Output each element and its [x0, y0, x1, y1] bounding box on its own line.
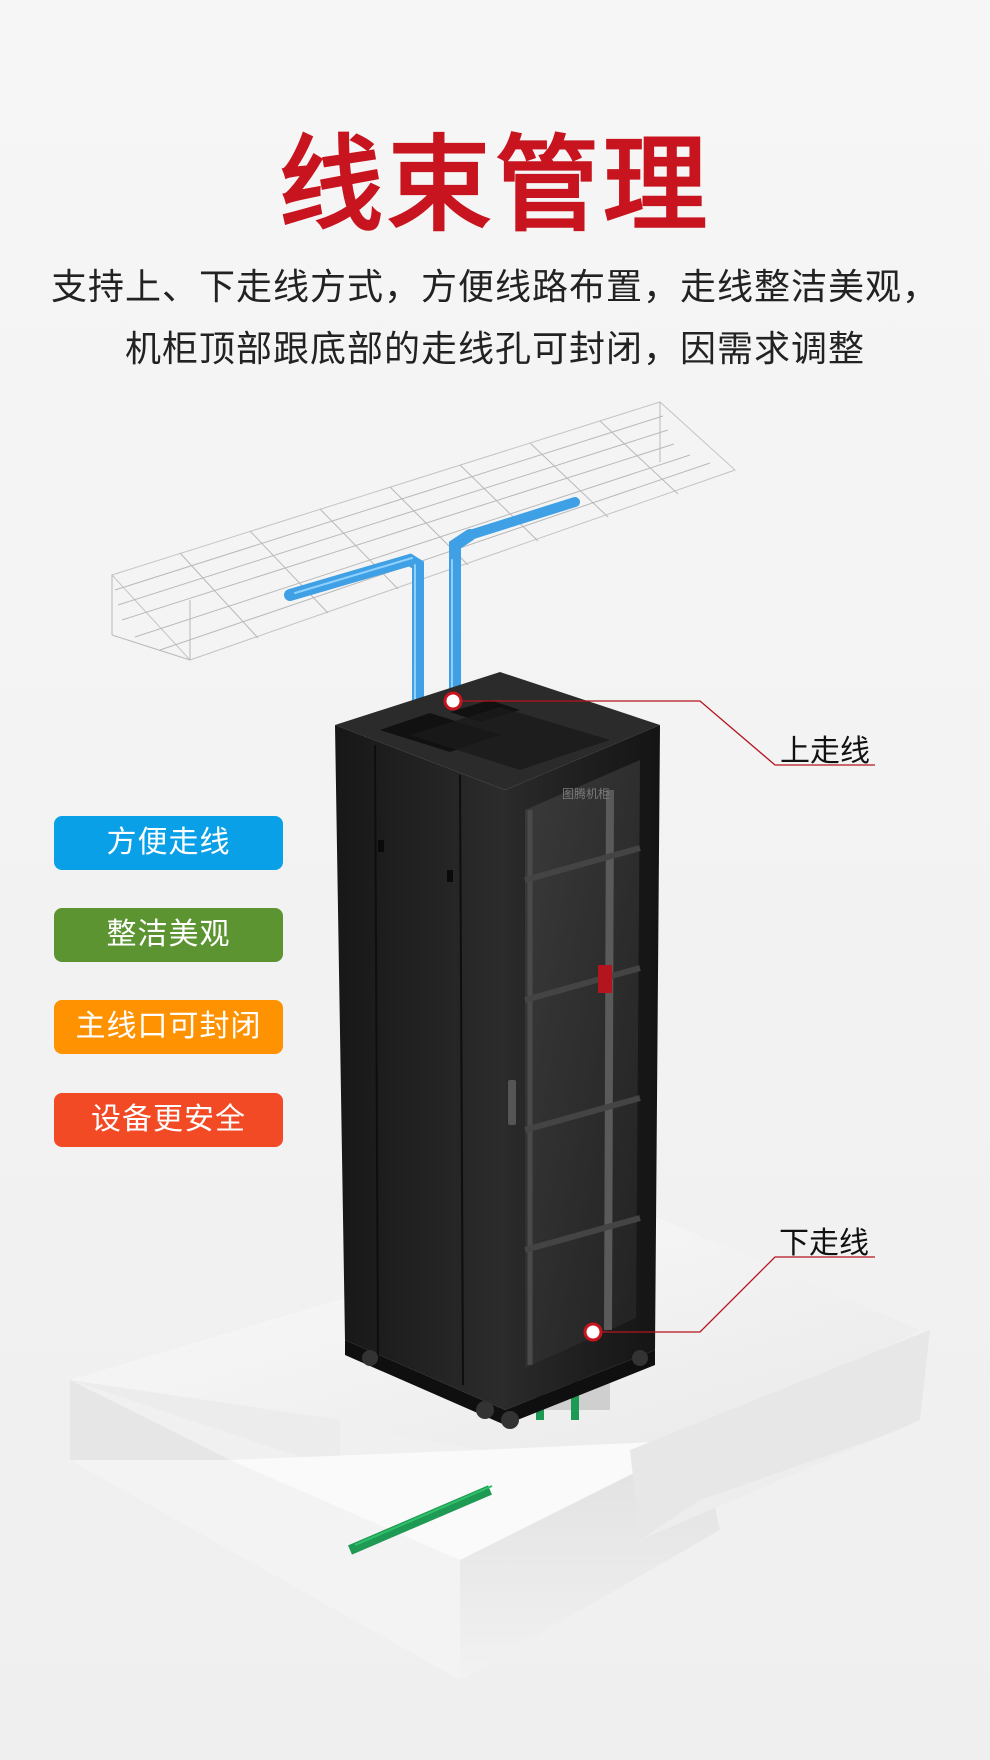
badge-closable-port: 主线口可封闭 — [54, 1000, 283, 1054]
callout-top-label: 上走线 — [780, 734, 870, 769]
page-title: 线束管理 — [278, 124, 711, 246]
cabinet-logo: 图腾机柜 — [562, 786, 610, 801]
cable-tray — [111, 401, 736, 661]
description-line-2: 机柜顶部跟底部的走线孔可封闭，因需求调整 — [124, 329, 865, 370]
description-line-1: 支持上、下走线方式，方便线路布置，走线整洁美观， — [50, 267, 939, 308]
badge-easy-routing: 方便走线 — [54, 816, 283, 870]
cabinet-illustration: 图腾机柜 — [70, 401, 930, 1680]
callout-lines — [453, 700, 875, 1333]
callout-dot-bottom — [583, 1322, 603, 1342]
raised-floor — [70, 1210, 930, 1680]
badge-tidy: 整洁美观 — [54, 908, 283, 962]
badge-safer: 设备更安全 — [54, 1093, 283, 1147]
callout-bottom-label: 下走线 — [779, 1226, 869, 1261]
callout-dot-top — [443, 691, 463, 711]
server-cabinet: 图腾机柜 — [335, 672, 660, 1429]
